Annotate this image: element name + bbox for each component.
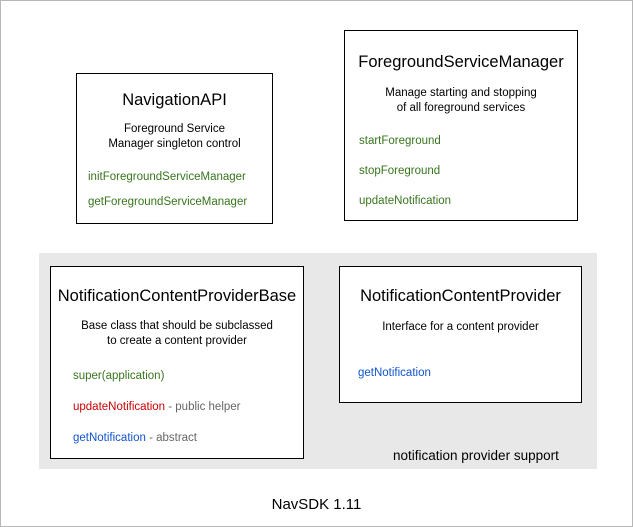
- card-method-list: initForegroundServiceManager getForegrou…: [77, 171, 272, 210]
- method-item[interactable]: getForegroundServiceManager: [88, 196, 272, 210]
- card-title: ForegroundServiceManager: [358, 53, 564, 71]
- card-description: Foreground Service Manager singleton con…: [108, 122, 241, 151]
- card-notification-content-provider[interactable]: NotificationContentProvider Interface fo…: [339, 266, 582, 403]
- method-item[interactable]: initForegroundServiceManager: [88, 171, 272, 185]
- card-method-list: getNotification: [340, 367, 581, 381]
- method-name: getForegroundServiceManager: [88, 195, 248, 208]
- card-method-list: super(application) updateNotification - …: [51, 370, 303, 445]
- method-item[interactable]: stopForeground: [359, 165, 577, 179]
- method-item[interactable]: updateNotification - public helper: [73, 401, 303, 415]
- method-item[interactable]: startForeground: [359, 135, 577, 149]
- card-method-list: startForeground stopForeground updateNot…: [345, 135, 577, 208]
- card-description: Interface for a content provider: [382, 320, 539, 333]
- card-title: NotificationContentProvider: [360, 287, 561, 305]
- method-name: initForegroundServiceManager: [88, 171, 246, 183]
- card-foreground-service-manager[interactable]: ForegroundServiceManager Manage starting…: [344, 30, 578, 221]
- card-navigation-api[interactable]: NavigationAPI Foreground Service Manager…: [76, 73, 273, 224]
- group-label: notification provider support: [393, 448, 559, 463]
- method-item[interactable]: updateNotification: [359, 195, 577, 209]
- footer-version-label: NavSDK 1.11: [271, 496, 362, 513]
- method-name: stopForeground: [359, 164, 441, 177]
- method-name: getNotification: [73, 431, 146, 444]
- card-title: NotificationContentProviderBase: [57, 287, 297, 305]
- method-name: startForeground: [359, 135, 441, 147]
- card-description: Base class that should be subclassed to …: [81, 319, 273, 348]
- method-name: super(application): [73, 370, 165, 382]
- method-item[interactable]: getNotification - abstract: [73, 432, 303, 446]
- card-notification-content-provider-base[interactable]: NotificationContentProviderBase Base cla…: [50, 266, 304, 459]
- card-title: NavigationAPI: [122, 91, 227, 109]
- method-item[interactable]: super(application): [73, 370, 303, 384]
- card-description: Manage starting and stopping of all fore…: [385, 86, 537, 115]
- method-note: - public helper: [165, 400, 241, 413]
- method-name: getNotification: [358, 367, 431, 380]
- method-note: - abstract: [145, 431, 198, 444]
- method-name: updateNotification: [359, 194, 452, 207]
- method-name: updateNotification: [73, 400, 166, 413]
- method-item[interactable]: getNotification: [358, 367, 581, 381]
